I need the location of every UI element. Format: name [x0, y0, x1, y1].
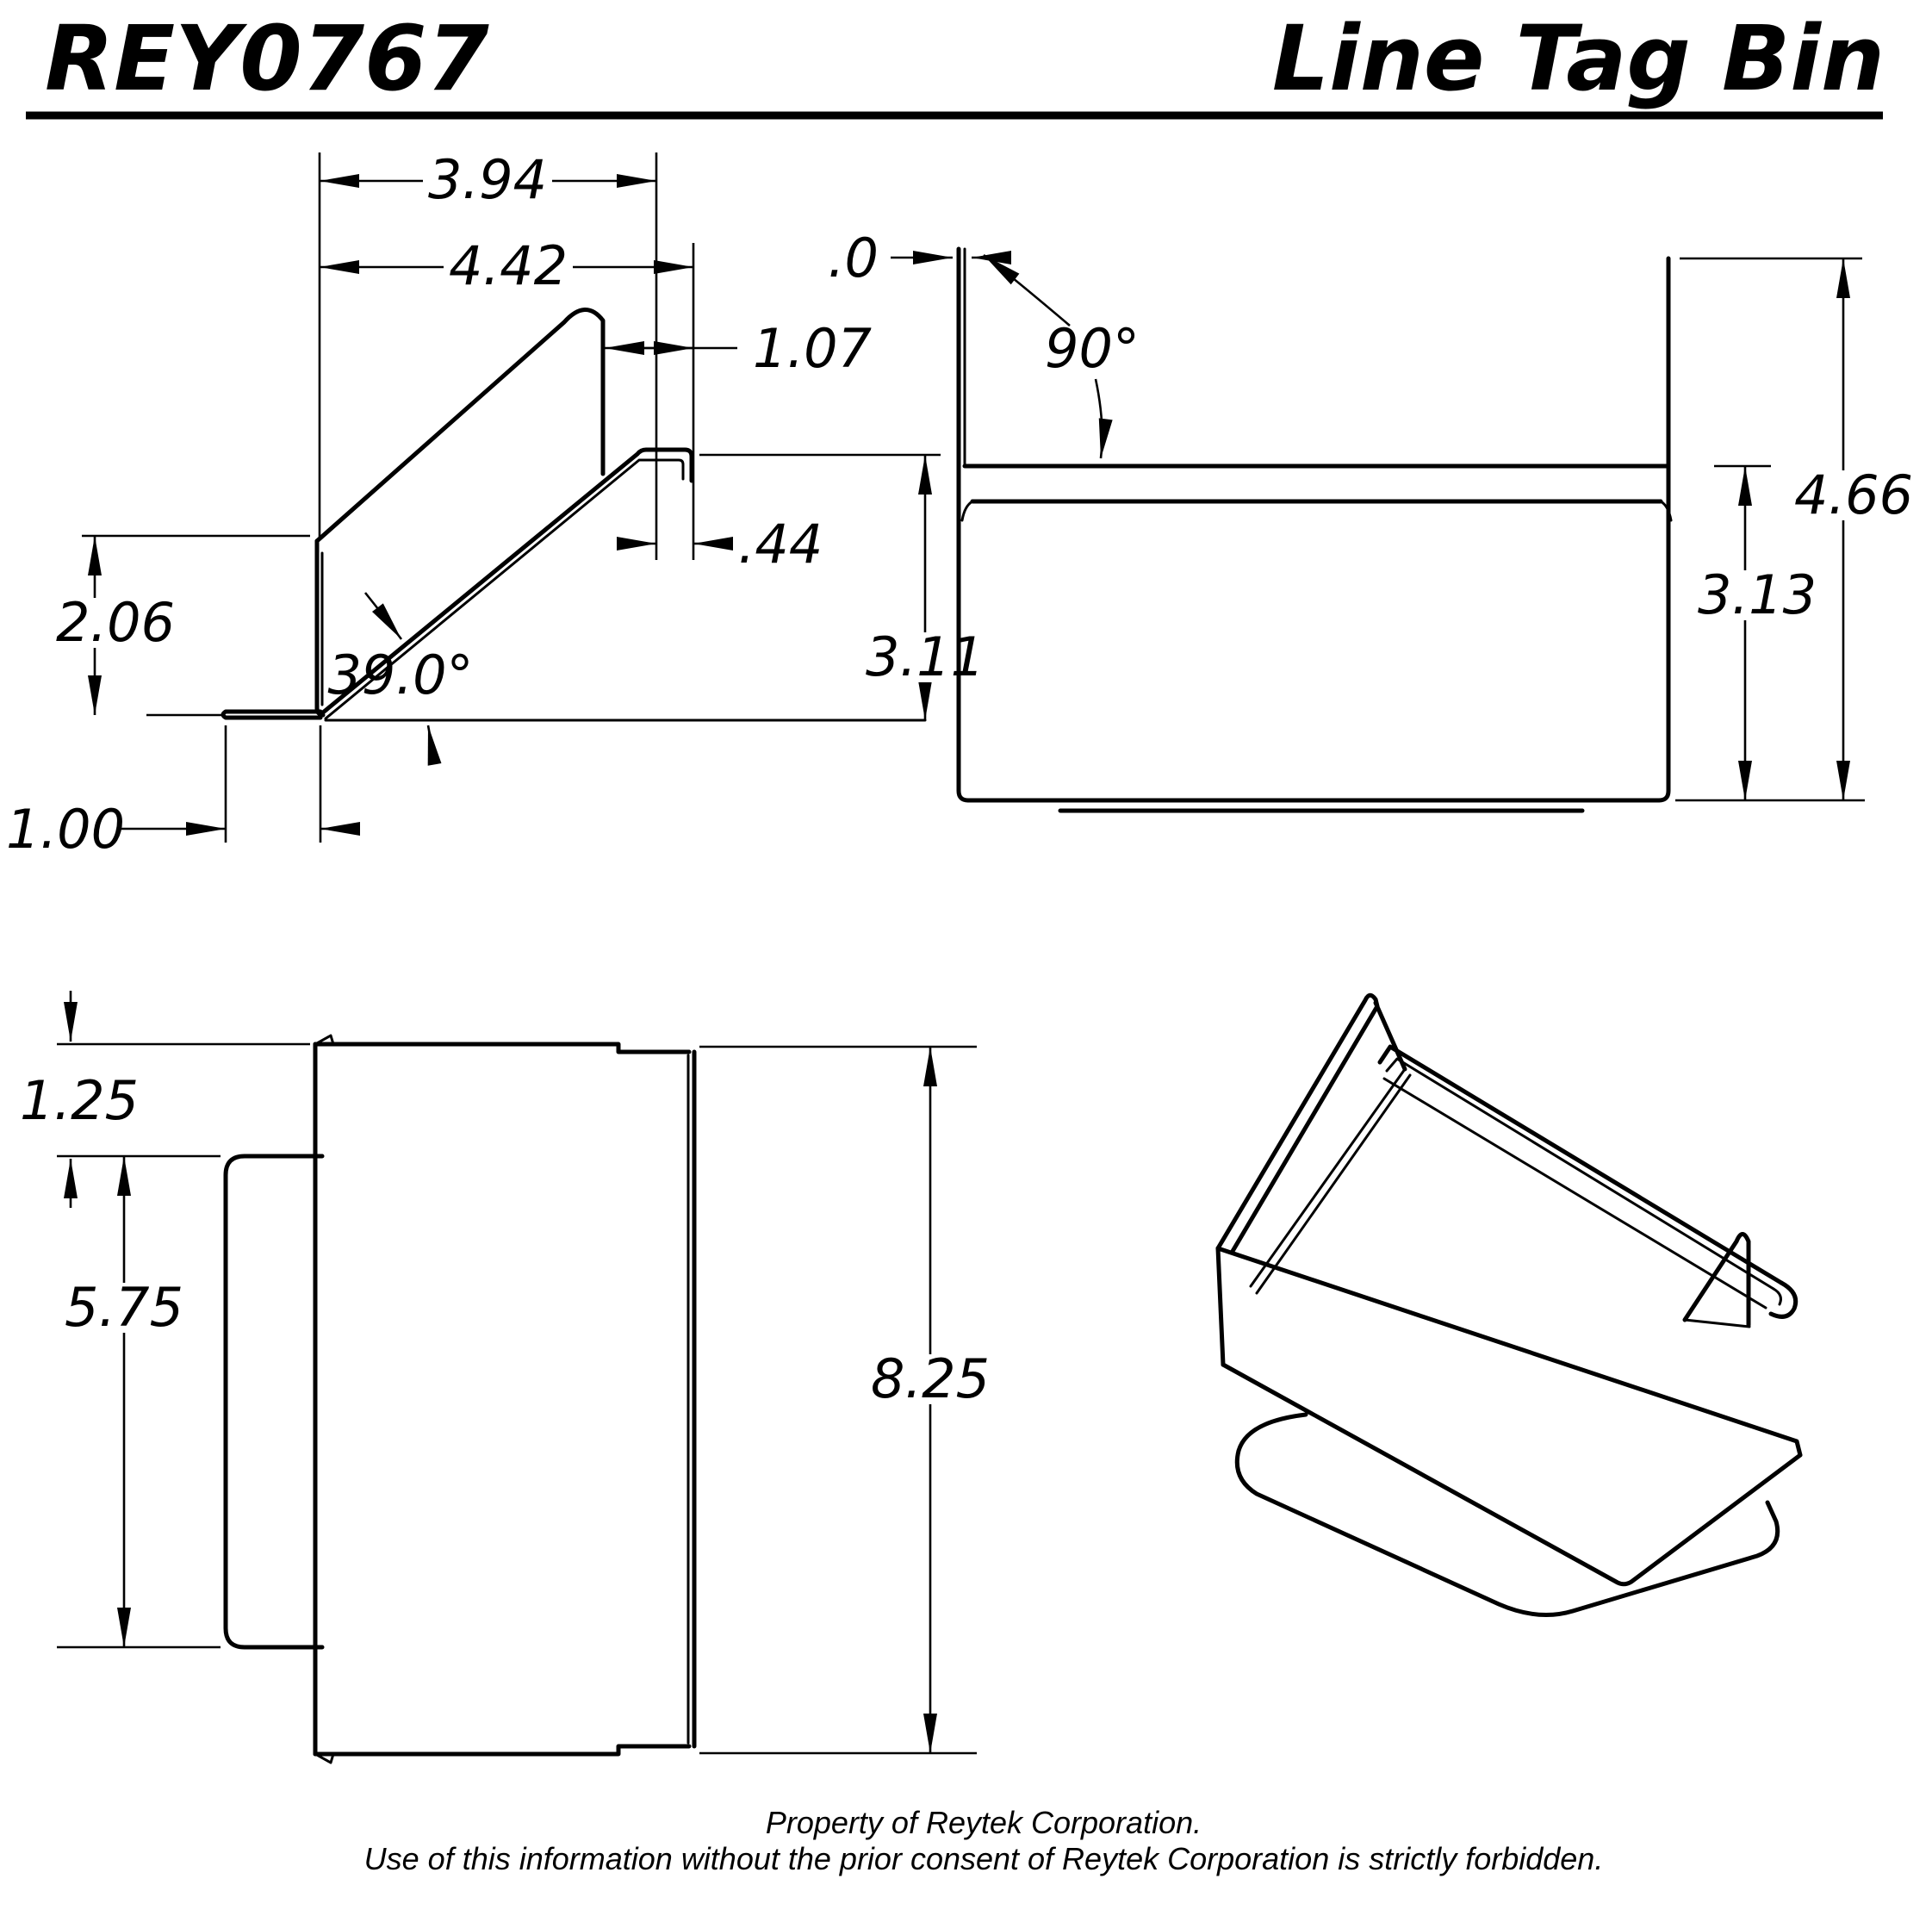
dim-text: .44: [738, 513, 823, 575]
dim-text: 39.0°: [327, 644, 473, 706]
front-view-geometry: [956, 246, 1673, 813]
dim-text: 3.13: [1698, 563, 1817, 626]
side-backwall-outer: [320, 447, 694, 715]
dim-bend-angle: 39.0°: [327, 592, 474, 766]
iso-hem-outer: [1377, 1044, 1784, 1285]
front-right-wall: [1656, 256, 1671, 803]
iso-front-left-edge: [1215, 1246, 1226, 1367]
dim-width-top: 3.94: [318, 148, 658, 560]
top-view-geometry: [223, 1034, 697, 1764]
dim-text: .0: [828, 227, 879, 289]
top-view: 1.25 5.75 8.25: [20, 991, 996, 1764]
footer-line2: Use of this information without the prio…: [364, 1841, 1604, 1876]
top-body-top-edge: [313, 1042, 692, 1054]
dim-text-mask: [444, 240, 573, 289]
side-view: 3.94 4.42 1.07 .44 3.11: [6, 148, 1011, 861]
dim-hook-width: .44: [617, 513, 823, 575]
dim-text-mask: [59, 1283, 189, 1333]
dim-overall-height: 4.66: [1675, 257, 1920, 802]
dim-zero-offset: .0: [828, 227, 1011, 289]
iso-front-bottom-edge: [1221, 1362, 1803, 1587]
dim-text: 1.25: [20, 1069, 139, 1132]
dim-base-extension: 1.00: [6, 725, 360, 861]
angle-leader: [426, 725, 442, 766]
top-hanger-flange: [223, 1154, 325, 1650]
side-backwall-inner: [324, 458, 685, 720]
dim-text: 4.66: [1794, 463, 1913, 526]
dim-width-overall: 4.42: [320, 234, 695, 560]
iso-left-wall: [1215, 992, 1380, 1255]
dim-text-mask: [423, 153, 552, 203]
front-band-left-curl: [960, 500, 974, 522]
dim-text: 1.07: [753, 317, 872, 380]
dim-text-mask: [1789, 470, 1920, 520]
dim-top-inset: 1.25: [20, 991, 310, 1208]
iso-base-plate: [1234, 1412, 1780, 1617]
dim-text: 3.94: [428, 148, 547, 211]
dim-text: 4.42: [449, 234, 568, 297]
title-block: REY0767 Line Tag Bin: [26, 6, 1885, 120]
iso-hook-curl-inner: [1772, 1287, 1782, 1306]
iso-left-wall-base: [1249, 1067, 1412, 1295]
dim-height-back: 3.11: [699, 453, 990, 720]
side-base-flange: [221, 709, 323, 720]
top-corner-notch: [314, 1752, 335, 1764]
dim-text: 3.11: [866, 625, 985, 688]
dim-text: 1.00: [6, 798, 125, 861]
dim-text-mask: [860, 632, 990, 682]
angle-leader: [363, 592, 403, 640]
dim-height-front: 2.06: [50, 534, 310, 717]
side-divider-panel: [314, 308, 606, 544]
side-view-geometry: [221, 308, 927, 722]
front-view: 90° 4.66 3.13: [956, 246, 1920, 813]
iso-right-fin-base: [1683, 1318, 1751, 1328]
dim-wall-height: 3.13: [1693, 464, 1823, 800]
dim-lip-offset: 1.07: [605, 317, 872, 380]
drawing-title: Line Tag Bin: [1272, 6, 1885, 111]
dim-text-mask: [865, 1354, 996, 1404]
iso-hook-curl-outer: [1768, 1280, 1798, 1319]
dim-text-mask: [50, 598, 181, 648]
iso-left-wall-rear-edge: [1373, 1000, 1407, 1072]
dim-text-mask: [1693, 570, 1823, 620]
iso-hem-fold: [1385, 1057, 1775, 1291]
dim-text: 2.06: [56, 591, 175, 654]
footer: Property of Reytek Corporation. Use of t…: [364, 1805, 1604, 1876]
dim-text: 90°: [1045, 317, 1140, 380]
top-corner-notch: [314, 1034, 335, 1046]
top-body-bottom-edge: [313, 1744, 692, 1757]
dim-text: 8.25: [871, 1347, 990, 1410]
iso-floor-front-edge: [1215, 1246, 1803, 1458]
iso-right-fin: [1682, 1232, 1751, 1328]
dim-overall-length: 8.25: [699, 1045, 996, 1755]
dim-flange-length: 5.75: [57, 1156, 221, 1649]
iso-floor-fold: [1382, 1077, 1767, 1309]
dim-corner-angle: 90°: [983, 253, 1140, 459]
footer-line1: Property of Reytek Corporation.: [766, 1805, 1202, 1840]
part-number: REY0767: [45, 6, 490, 111]
angle-leader: [983, 253, 1071, 327]
angle-leader: [1094, 378, 1113, 459]
dim-text: 5.75: [65, 1276, 183, 1339]
isometric-view: [1215, 992, 1803, 1617]
